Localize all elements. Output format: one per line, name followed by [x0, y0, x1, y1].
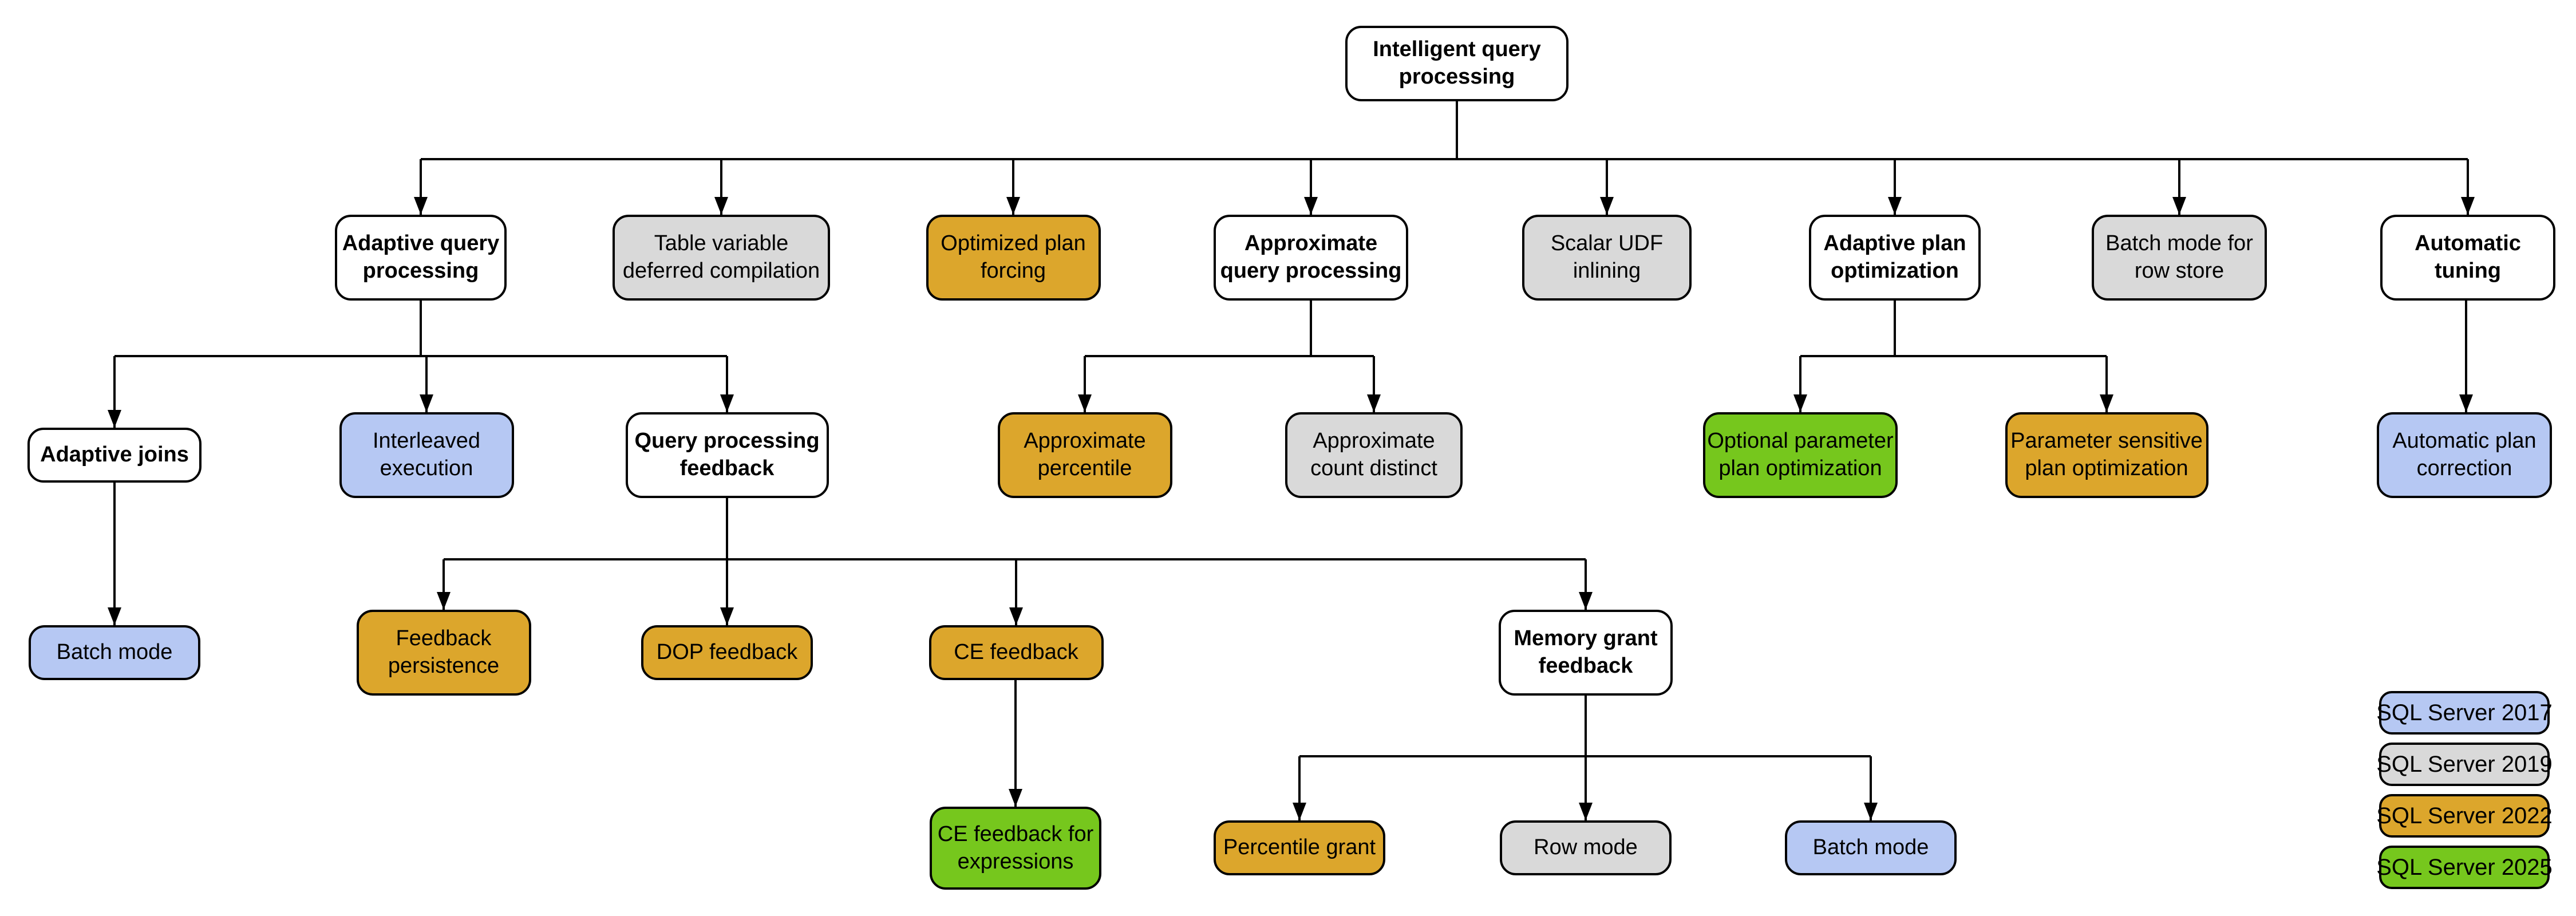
- arrowhead-icon: [2172, 197, 2186, 215]
- node-table-variable-deferred-compilation: Table variable deferred compilation: [613, 215, 830, 301]
- legend-sql-server-2019: SQL Server 2019: [2376, 743, 2553, 786]
- arrowhead-icon: [437, 592, 451, 610]
- arrowhead-icon: [108, 410, 121, 428]
- node-row-mode: Row mode: [1500, 820, 1672, 875]
- arrowhead-icon: [2459, 394, 2473, 412]
- arrowhead-icon: [714, 197, 728, 215]
- node-automatic-plan-correction: Automatic plan correction: [2377, 412, 2552, 498]
- node-query-processing-feedback: Query processing feedback: [625, 412, 829, 498]
- node-automatic-tuning: Automatic tuning: [2380, 215, 2555, 301]
- arrowhead-icon: [2461, 197, 2475, 215]
- arrowhead-icon: [1793, 394, 1807, 412]
- node-adaptive-plan-optimization: Adaptive plan optimization: [1809, 215, 1981, 301]
- arrowhead-icon: [1009, 789, 1022, 807]
- node-optimized-plan-forcing: Optimized plan forcing: [926, 215, 1101, 301]
- node-ce-feedback-for-expressions: CE feedback for expressions: [930, 807, 1101, 890]
- node-parameter-sensitive-plan-optimization: Parameter sensitive plan optimization: [2005, 412, 2208, 498]
- arrowhead-icon: [720, 394, 734, 412]
- node-adaptive-joins: Adaptive joins: [27, 428, 202, 483]
- node-batch-mode-adaptive-joins: Batch mode: [29, 625, 200, 680]
- node-approximate-count-distinct: Approximate count distinct: [1285, 412, 1463, 498]
- arrowhead-icon: [1579, 592, 1593, 610]
- node-intelligent-query-processing: Intelligent query processing: [1345, 26, 1568, 101]
- arrowhead-icon: [1293, 803, 1306, 820]
- node-batch-mode-for-row-store: Batch mode for row store: [2092, 215, 2267, 301]
- node-dop-feedback: DOP feedback: [641, 625, 813, 680]
- arrowhead-icon: [1078, 394, 1092, 412]
- arrowhead-icon: [2100, 394, 2113, 412]
- arrowhead-icon: [720, 607, 734, 625]
- node-approximate-percentile: Approximate percentile: [997, 412, 1172, 498]
- node-interleaved-execution: Interleaved execution: [339, 412, 514, 498]
- legend-sql-server-2025: SQL Server 2025: [2376, 846, 2553, 889]
- node-scalar-udf-inlining: Scalar UDF inlining: [1522, 215, 1692, 301]
- arrowhead-icon: [1009, 607, 1023, 625]
- arrowhead-icon: [1888, 197, 1902, 215]
- arrowhead-icon: [414, 197, 428, 215]
- node-percentile-grant: Percentile grant: [1214, 820, 1385, 875]
- arrowhead-icon: [1600, 197, 1614, 215]
- node-memory-grant-feedback: Memory grant feedback: [1499, 610, 1673, 696]
- node-feedback-persistence: Feedback persistence: [356, 610, 531, 696]
- arrowhead-icon: [108, 607, 121, 625]
- node-adaptive-query-processing: Adaptive query processing: [335, 215, 507, 301]
- arrowhead-icon: [1367, 394, 1381, 412]
- node-ce-feedback: CE feedback: [929, 625, 1104, 680]
- arrowhead-icon: [420, 394, 433, 412]
- legend-sql-server-2022: SQL Server 2022: [2376, 794, 2553, 838]
- arrowhead-icon: [1579, 803, 1593, 820]
- node-approximate-query-processing: Approximate query processing: [1214, 215, 1408, 301]
- arrowhead-icon: [1864, 803, 1878, 820]
- node-batch-mode-memory-grant: Batch mode: [1785, 820, 1957, 875]
- arrowhead-icon: [1304, 197, 1318, 215]
- node-optional-parameter-plan-optimization: Optional parameter plan optimization: [1703, 412, 1898, 498]
- legend-sql-server-2017: SQL Server 2017: [2376, 691, 2553, 735]
- arrowhead-icon: [1006, 197, 1020, 215]
